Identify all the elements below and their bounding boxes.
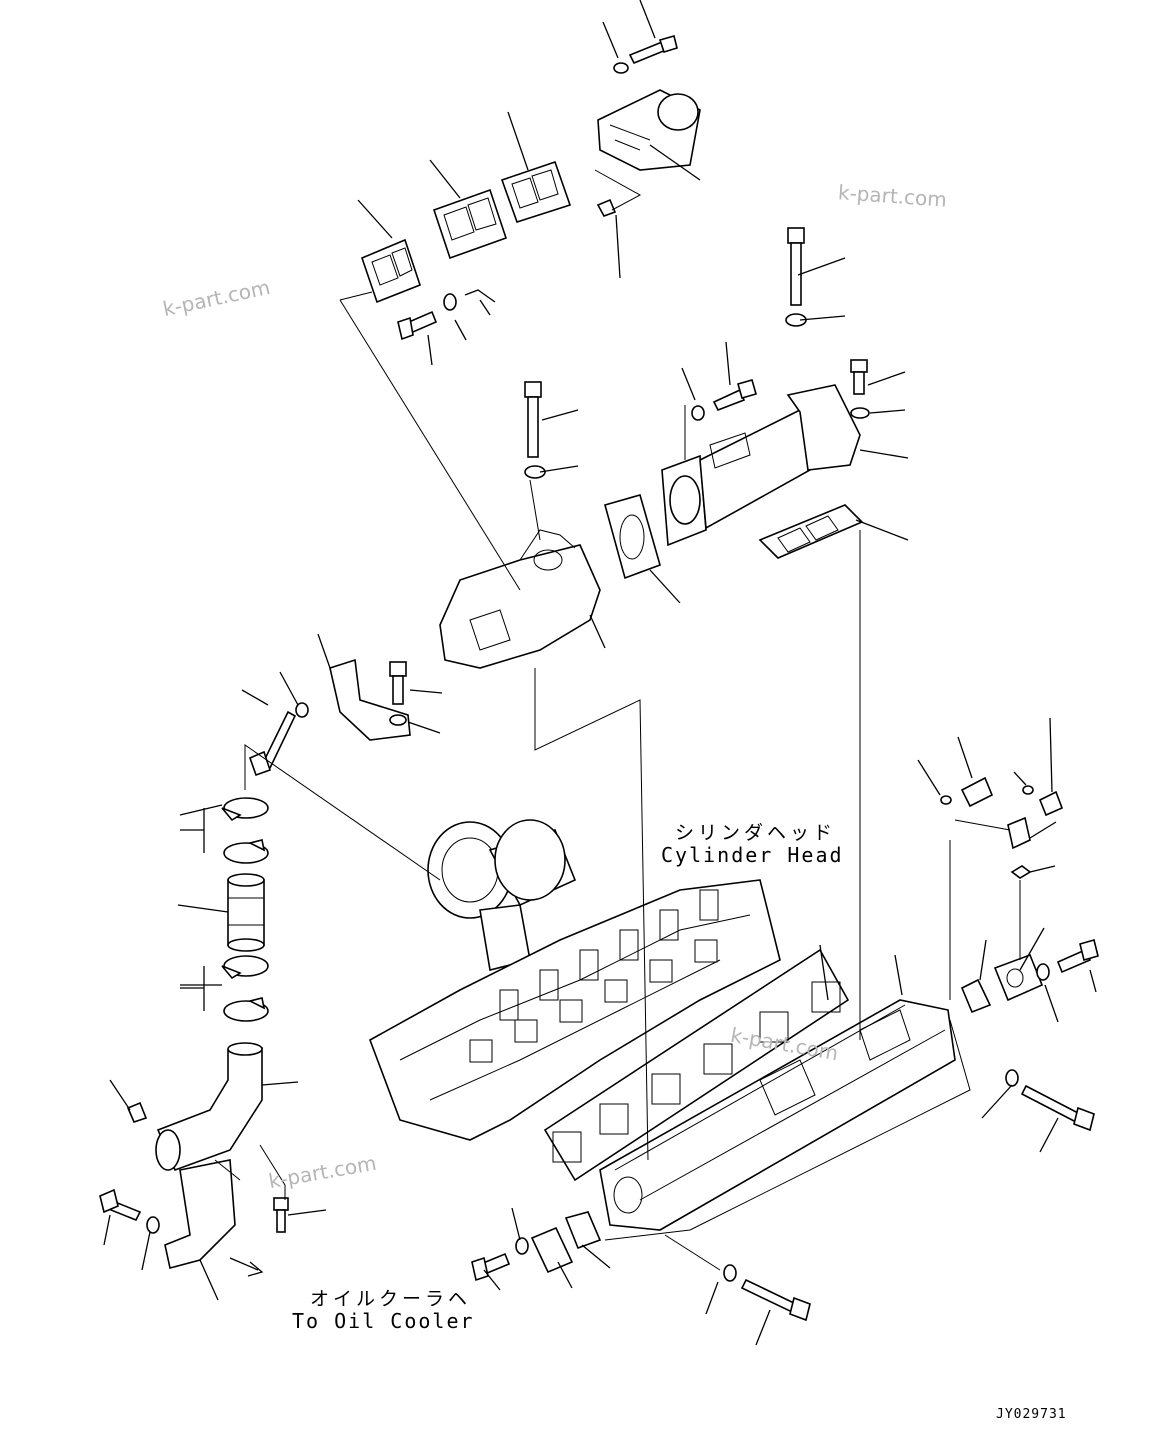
oil-cooler-label-en: To Oil Cooler (292, 1309, 475, 1333)
pressure-sensor (1007, 816, 1031, 850)
washer (613, 62, 629, 74)
washer (443, 293, 457, 311)
gasket (432, 188, 508, 260)
direction-arrow (229, 1257, 264, 1277)
gasket (758, 504, 864, 559)
plug (596, 198, 617, 217)
washer (146, 1216, 160, 1234)
cylinder-head (369, 879, 781, 1141)
center-lines (214, 169, 1021, 1271)
washer (940, 795, 952, 805)
oil-cooler-label-jp: オイルクーラヘ (310, 1288, 472, 1310)
bolt (397, 310, 438, 341)
bolt (850, 359, 868, 395)
support-bracket (164, 1159, 236, 1269)
hose-clamp (221, 797, 269, 822)
leader-lines (103, 0, 1097, 1346)
pin (464, 289, 496, 303)
drawing-code: JY029731 (996, 1407, 1067, 1422)
cover-plate (530, 1226, 574, 1274)
gasket (543, 948, 850, 1182)
washer (389, 714, 407, 726)
hose (227, 873, 265, 952)
washer (1036, 963, 1050, 981)
connector (993, 953, 1044, 1002)
washer (850, 407, 870, 419)
elbow-pipe (155, 1042, 263, 1172)
gasket (1010, 865, 1032, 879)
hose-clamp (223, 997, 269, 1022)
exhaust-adapter (439, 529, 601, 669)
bolt (389, 661, 407, 705)
gasket (564, 1211, 602, 1250)
gasket (500, 160, 572, 223)
exhaust-pipe (661, 384, 861, 547)
long-bolt (787, 227, 805, 306)
exhaust-manifold (599, 999, 956, 1231)
washer (515, 1237, 529, 1255)
cylinder-head-label-en: Cylinder Head (661, 843, 844, 867)
bolt (1056, 939, 1099, 974)
bolt (712, 379, 757, 412)
bolt (628, 35, 678, 65)
gasket (960, 978, 992, 1014)
plug (1038, 790, 1064, 817)
long-bolt (740, 1278, 811, 1322)
bolt (471, 1252, 511, 1282)
hose-clamp (223, 839, 269, 864)
plug (126, 1101, 148, 1123)
washer (295, 702, 309, 718)
long-bolt (1020, 1084, 1095, 1132)
turbocharger (427, 819, 577, 971)
washer (524, 465, 546, 479)
turbo-outlet-elbow (597, 89, 701, 171)
gasket (604, 494, 661, 580)
temperature-sensor (960, 776, 994, 808)
hose-clamp (221, 955, 269, 980)
washer (723, 1264, 737, 1282)
washer (691, 405, 705, 421)
bolt (99, 1188, 142, 1222)
long-bolt (524, 381, 542, 458)
cylinder-head-label-jp: シリンダヘッド (675, 822, 837, 844)
washer (1022, 785, 1034, 795)
gasket (361, 238, 421, 304)
washer (1005, 1069, 1019, 1087)
bolt (248, 710, 297, 777)
bolt (273, 1197, 289, 1233)
